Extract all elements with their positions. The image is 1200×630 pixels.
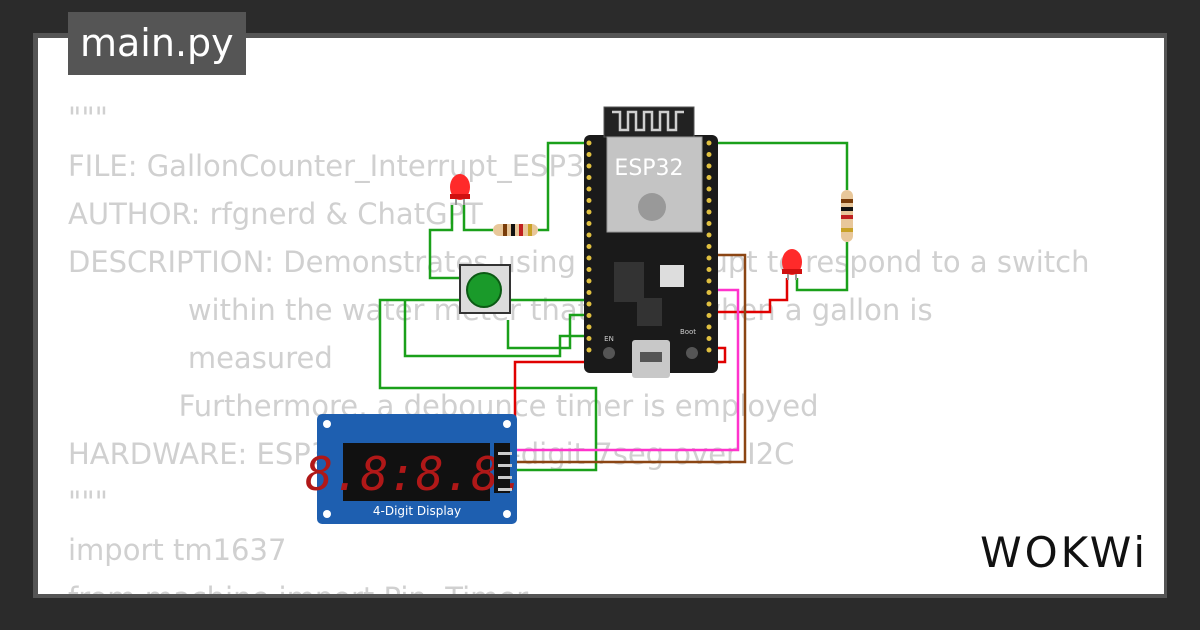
header-pin: [586, 290, 592, 295]
header-pin: [706, 336, 712, 341]
wire-green-top: [538, 141, 588, 232]
header-pin: [586, 209, 592, 215]
esp32-board[interactable]: ESP32 EN Boot: [584, 106, 718, 378]
header-pin: [586, 324, 592, 330]
code-line: from machine import Pin, Timer: [68, 581, 528, 594]
header-pin: [706, 255, 712, 261]
header-pin: [586, 175, 592, 180]
header-pin: [706, 163, 712, 169]
header-pin: [706, 324, 712, 330]
header-pin: [706, 244, 712, 249]
header-pin: [586, 278, 592, 284]
header-pin: [586, 244, 592, 249]
header-pin: [706, 221, 712, 226]
wire-green-gnd: [378, 298, 598, 472]
header-pin: [706, 267, 712, 272]
header-pin: [706, 198, 712, 203]
header-pin: [586, 313, 592, 318]
header-pin: [706, 209, 712, 215]
boot-button[interactable]: [686, 347, 698, 359]
left-pin-header: [586, 140, 592, 353]
display-label: 4-Digit Display: [373, 504, 461, 518]
header-pin: [706, 232, 712, 238]
header-pin: [706, 290, 712, 295]
wires: [378, 141, 849, 472]
header-pin: [586, 152, 592, 157]
code-line: FILE: GallonCounter_Interrupt_ESP32: [68, 149, 603, 183]
red-led-2[interactable]: [782, 249, 802, 280]
code-line: """: [68, 485, 109, 519]
header-pin: [706, 140, 712, 146]
wire-green-led1: [462, 205, 493, 232]
en-label: EN: [604, 335, 614, 343]
code-line: measured: [68, 341, 333, 375]
code-line: """: [68, 101, 109, 135]
wire-green-loop2: [403, 300, 588, 358]
header-pin: [586, 232, 592, 238]
wire-red-led2: [708, 278, 789, 314]
header-pin: [586, 186, 592, 192]
en-button[interactable]: [603, 347, 615, 359]
wokwi-logo: WOKWi: [980, 528, 1148, 577]
wire-green-loop: [506, 313, 588, 350]
resistor-1[interactable]: [493, 224, 538, 236]
header-pin: [706, 175, 712, 180]
header-pin: [706, 301, 712, 307]
display-digits: 8.8:8.8.: [305, 447, 527, 501]
code-line: AUTHOR: rfgnerd & ChatGPT: [68, 197, 483, 231]
right-pin-header: [706, 140, 712, 353]
header-pin: [586, 163, 592, 169]
header-pin: [586, 336, 592, 341]
header-pin: [706, 278, 712, 284]
header-pin: [586, 301, 592, 307]
header-pin: [586, 255, 592, 261]
wire-green-button: [428, 205, 460, 280]
boot-label: Boot: [680, 328, 696, 336]
header-pin: [586, 267, 592, 272]
header-pin: [586, 140, 592, 146]
header-pin: [586, 198, 592, 203]
code-line: import tm1637: [68, 533, 287, 567]
wire-magenta: [512, 288, 740, 452]
header-pin: [706, 347, 712, 353]
red-led-1[interactable]: [450, 174, 470, 205]
wire-brown: [512, 253, 747, 464]
resistor-2[interactable]: [841, 190, 853, 242]
header-pin: [586, 347, 592, 353]
file-tab[interactable]: main.py: [68, 12, 246, 75]
board-label: ESP32: [614, 156, 683, 181]
header-pin: [706, 313, 712, 318]
tm1637-display[interactable]: 8.8:8.8. 4-Digit Display: [305, 414, 527, 524]
pushbutton[interactable]: [459, 264, 511, 314]
header-pin: [586, 221, 592, 226]
header-pin: [706, 186, 712, 192]
wire-green-led2: [795, 242, 849, 292]
header-pin: [706, 152, 712, 157]
wire-green-resistor: [708, 141, 849, 190]
